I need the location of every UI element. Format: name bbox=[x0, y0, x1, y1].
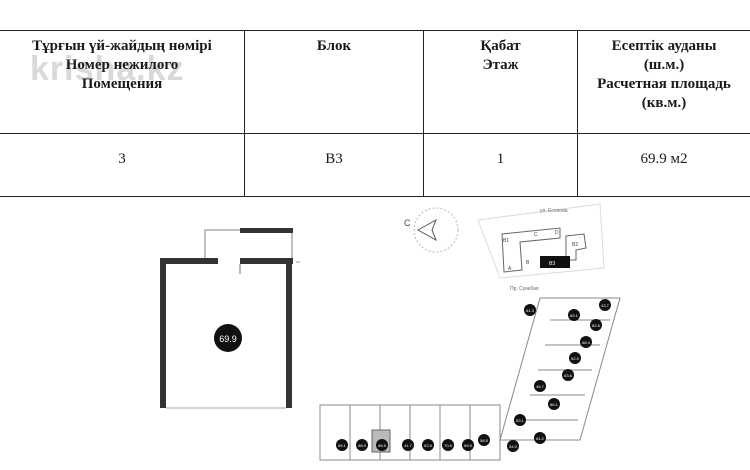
cell-floor: 1 bbox=[423, 133, 578, 197]
room-area-badge: 69.9 bbox=[214, 324, 242, 352]
unit-badge-label: 65.1 bbox=[338, 443, 347, 448]
unit-badge-label: 62.9 bbox=[424, 443, 433, 448]
unit-badge-label: 70.9 bbox=[444, 443, 453, 448]
cell-block: B3 bbox=[244, 133, 424, 197]
cell-number: 3 bbox=[0, 133, 245, 197]
unit-badge bbox=[548, 398, 560, 410]
unit-badge-label: 69.1 bbox=[570, 313, 579, 318]
cell-area: 69.9 м2 bbox=[577, 133, 750, 197]
unit-badge-label: 58.5 bbox=[480, 438, 489, 443]
block-label: B2 bbox=[572, 242, 578, 248]
header-text: Тұрғын үй-жайдың нөмірі bbox=[32, 38, 212, 54]
table-header-row: Тұрғын үй-жайдың нөмірі Номер нежилого П… bbox=[0, 30, 750, 134]
block-label: B1 bbox=[503, 238, 509, 244]
unit-badge-label: 68.9 bbox=[358, 443, 367, 448]
unit-badge bbox=[524, 304, 536, 316]
unit-badge bbox=[402, 439, 414, 451]
unit-badge bbox=[442, 439, 454, 451]
unit-badge-label: 82.6 bbox=[592, 323, 601, 328]
block-label: A bbox=[508, 266, 512, 272]
floor-plan-drawing: 69.9 С ул. Есенова Пр. Сункбая B1 C D A … bbox=[160, 203, 621, 461]
header-text: Помещения bbox=[81, 76, 163, 92]
room-area-label: 69.9 bbox=[219, 334, 237, 344]
header-area: Есептік ауданы (ш.м.) Расчетная площадь … bbox=[577, 30, 750, 134]
table-row: 3 B3 1 69.9 м2 bbox=[0, 133, 750, 197]
unit-badge bbox=[568, 309, 580, 321]
unit-badge-label: 46.7 bbox=[536, 384, 545, 389]
header-premises-number: Тұрғын үй-жайдың нөмірі Номер нежилого П… bbox=[0, 30, 245, 134]
street-label: ул. Есенова bbox=[540, 208, 568, 214]
unit-badge bbox=[507, 440, 519, 452]
street-label: Пр. Сункбая bbox=[510, 286, 539, 292]
unit-badge bbox=[534, 432, 546, 444]
header-text: Блок bbox=[316, 38, 352, 54]
header-text: Есептік ауданы bbox=[611, 38, 717, 54]
compass-icon: С bbox=[404, 207, 459, 253]
unit-badge-label: 63.1 bbox=[516, 418, 525, 423]
unit-badge bbox=[599, 299, 611, 311]
unit-badge bbox=[562, 369, 574, 381]
building-floor-plan bbox=[319, 297, 621, 461]
unit-badge bbox=[356, 439, 368, 451]
unit-badge bbox=[534, 380, 546, 392]
header-text: Қабат bbox=[480, 38, 521, 54]
unit-badges: 43.7 69.1 82.6 68.4 52.0 63.6 46.7 86.1 63.1 61.2… bbox=[336, 299, 611, 452]
unit-badge bbox=[478, 434, 490, 446]
block-label: D bbox=[555, 230, 559, 236]
unit-badge-label: 61.2 bbox=[536, 436, 545, 441]
header-floor: Қабат Этаж bbox=[423, 30, 578, 134]
unit-badge-label: 41.7 bbox=[404, 443, 413, 448]
unit-badge bbox=[422, 439, 434, 451]
unit-badge bbox=[590, 319, 602, 331]
unit-badge bbox=[336, 439, 348, 451]
unit-badge-label: 66.5 bbox=[378, 443, 387, 448]
block-label: C bbox=[534, 232, 538, 238]
site-map: ул. Есенова Пр. Сункбая B1 C D A B B2 B3 bbox=[477, 203, 605, 292]
unit-badge bbox=[569, 352, 581, 364]
unit-badge-label: 69.9 bbox=[464, 443, 473, 448]
unit-badge-label: 61.3 bbox=[526, 308, 535, 313]
unit-badge-label: 86.1 bbox=[550, 402, 559, 407]
premises-spec-table: Тұрғын үй-жайдың нөмірі Номер нежилого П… bbox=[0, 30, 750, 197]
unit-badge-label: 54.0 bbox=[509, 444, 518, 449]
unit-badge bbox=[462, 439, 474, 451]
header-text: (кв.м.) bbox=[641, 95, 687, 111]
header-text: Номер нежилого bbox=[65, 57, 179, 73]
header-block: Блок bbox=[244, 30, 424, 134]
unit-badge-label: 43.7 bbox=[601, 303, 610, 308]
room-outline bbox=[160, 228, 300, 409]
header-text: Расчетная площадь bbox=[597, 76, 731, 92]
unit-badge bbox=[514, 414, 526, 426]
unit-badge-label: 63.6 bbox=[564, 373, 573, 378]
unit-badge-label: 68.4 bbox=[582, 340, 591, 345]
unit-badge-label: 52.0 bbox=[571, 356, 580, 361]
block-label: B bbox=[526, 260, 530, 266]
header-text: Этаж bbox=[482, 57, 519, 73]
unit-badge bbox=[376, 439, 388, 451]
header-text: (ш.м.) bbox=[643, 57, 685, 73]
highlighted-block-label: B3 bbox=[549, 261, 555, 267]
unit-badge bbox=[580, 336, 592, 348]
compass-letter: С bbox=[404, 218, 411, 228]
